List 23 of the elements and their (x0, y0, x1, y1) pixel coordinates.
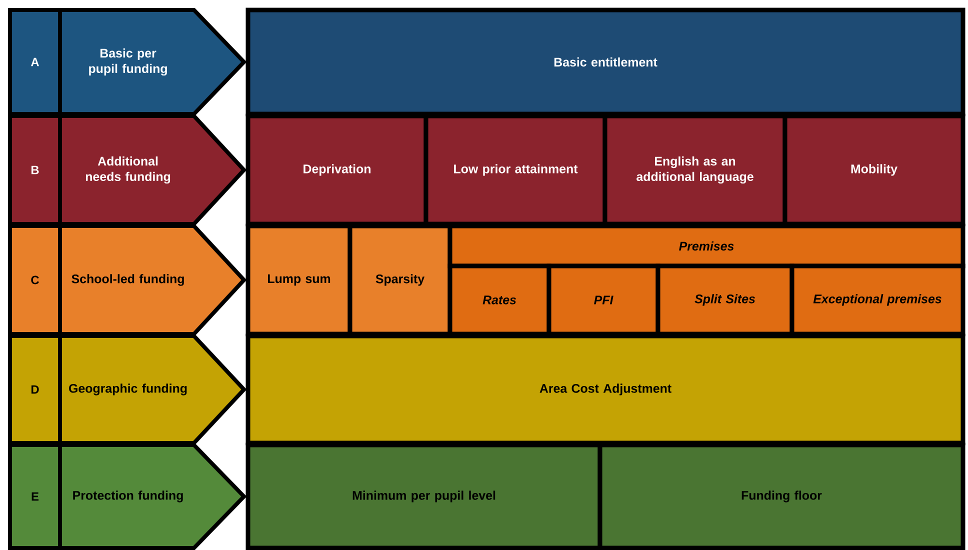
letter-cell: E (8, 443, 62, 550)
letter-cell: A (8, 8, 62, 116)
letter-cell: D (8, 334, 62, 445)
category-cell: Lump sum (246, 224, 352, 336)
category-cell: Funding floor (598, 442, 966, 550)
node-label: A (30, 58, 40, 66)
node-label: B (31, 166, 39, 174)
category-cell: Sparsity (348, 224, 452, 336)
category-cell: Basic entitlement (246, 8, 966, 116)
category-cell: Minimum per pupil level (246, 442, 602, 550)
letter-cell: C (8, 224, 62, 336)
category-cell: Exceptional premises (790, 264, 966, 336)
category-cell: Low prior attainment (424, 114, 608, 226)
category-cell: Split Sites (656, 264, 794, 336)
category-cell: English as an additional language (602, 114, 788, 226)
node-label: E (32, 492, 39, 501)
category-cell: PFI (546, 264, 660, 336)
category-cell: Deprivation (246, 114, 428, 226)
node-label: D (31, 385, 39, 394)
node-label: C (31, 276, 40, 284)
category-cell: Rates (448, 264, 552, 336)
category-cell: Mobility (782, 114, 966, 226)
letter-cell: B (8, 114, 62, 226)
